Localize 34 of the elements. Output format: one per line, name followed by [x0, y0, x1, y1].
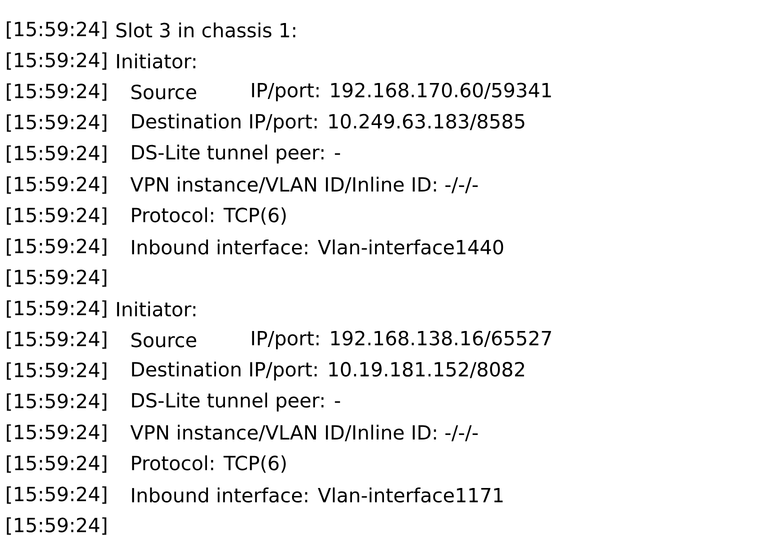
- log-timestamp: [15:59:24]: [6, 83, 106, 101]
- log-text: Initiator:: [117, 301, 196, 317]
- log-timestamp: [15:59:24]: [6, 21, 106, 39]
- log-text: Inbound interface: Vlan-interface1440: [132, 239, 504, 255]
- log-timestamp: [15:59:24]: [6, 207, 106, 225]
- log-timestamp: [15:59:24]: [6, 238, 106, 256]
- log-timestamp: [15:59:24]: [6, 269, 106, 287]
- log-text: Inbound interface: Vlan-interface1171: [132, 487, 503, 503]
- log-text: Destination IP/port: 10.19.181.152/8082: [132, 362, 524, 380]
- log-text: Source: [131, 332, 196, 348]
- log-text: Slot 3 in chassis 1:: [116, 22, 296, 38]
- log-timestamp: [15:59:24]: [6, 52, 106, 70]
- log-text: Protocol: TCP(6): [132, 207, 286, 225]
- log-text: VPN instance/VLAN ID/Inline ID: -/-/-: [130, 176, 478, 194]
- log-timestamp: [15:59:24]: [6, 517, 106, 535]
- log-text: Protocol: TCP(6): [132, 455, 286, 473]
- log-timestamp: [15:59:24]: [6, 331, 106, 349]
- log-timestamp: [15:59:24]: [6, 424, 106, 442]
- log-text: IP/port: 192.168.170.60/59341: [252, 82, 551, 102]
- log-text: IP/port: 192.168.138.16/65527: [252, 330, 552, 350]
- log-timestamp: [15:59:24]: [6, 486, 106, 504]
- log-timestamp: [15:59:24]: [6, 176, 106, 194]
- log-text: Initiator:: [117, 53, 196, 69]
- log-timestamp: [15:59:24]: [6, 145, 106, 163]
- log-timestamp: [15:59:24]: [6, 455, 106, 473]
- log-text: DS-Lite tunnel peer: -: [132, 392, 340, 412]
- log-text: Source: [131, 84, 196, 100]
- log-timestamp: [15:59:24]: [6, 300, 106, 318]
- log-text: VPN instance/VLAN ID/Inline ID: -/-/-: [130, 424, 478, 442]
- log-timestamp: [15:59:24]: [6, 393, 106, 411]
- log-text: Destination IP/port: 10.249.63.183/8585: [132, 114, 524, 132]
- log-timestamp: [15:59:24]: [6, 362, 106, 380]
- log-text: DS-Lite tunnel peer: -: [132, 144, 340, 164]
- log-timestamp: [15:59:24]: [6, 114, 106, 132]
